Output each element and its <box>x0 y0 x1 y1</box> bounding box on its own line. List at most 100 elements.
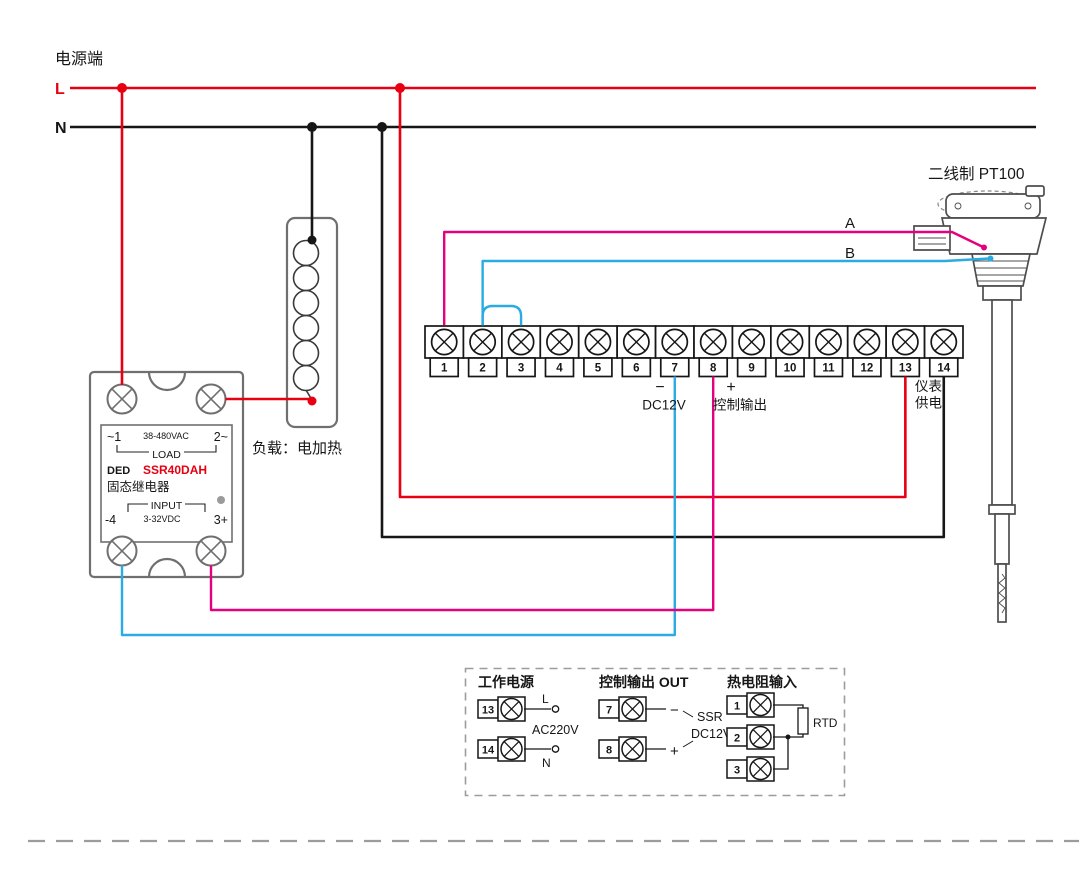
legend: 工作电源 13 L AC220V 14 N 控制输出 OUT 7 − 8 + S… <box>464 667 846 797</box>
ssr-led-indicator <box>217 496 225 504</box>
ssr-name: 固态继电器 <box>107 480 170 494</box>
ssr-terminal1-label: ~1 <box>107 430 121 444</box>
legend-minus-label: − <box>670 702 679 719</box>
dc12v-label: DC12V <box>642 398 686 413</box>
sensor-collar <box>982 285 1022 301</box>
sensor-element-zigzag <box>998 573 1006 614</box>
terminal-8: 8 <box>693 325 734 378</box>
terminal-12: 12 <box>846 325 887 378</box>
legend-rtd-wire-3 <box>773 737 789 770</box>
terminal-number: 13 <box>899 363 912 375</box>
ssr-terminal3-label: 3+ <box>214 513 228 527</box>
legend-output-title: 控制输出 OUT <box>599 674 689 690</box>
terminal-5: 5 <box>577 325 618 378</box>
terminal-3: 3 <box>501 325 542 378</box>
load-bracket-right <box>184 445 217 453</box>
legend-terminal-1: 1 <box>726 692 775 718</box>
legend-terminal-number: 14 <box>482 745 495 757</box>
terminal-10: 10 <box>770 325 811 378</box>
terminal-number: 9 <box>748 363 754 375</box>
terminal-number: 6 <box>633 363 639 375</box>
terminal-1: 1 <box>424 325 465 378</box>
sensor-cap <box>945 193 1041 219</box>
legend-terminal-number: 1 <box>734 701 740 713</box>
legend-terminal-14: 14 <box>477 736 526 762</box>
terminal-number: 10 <box>784 363 797 375</box>
terminal-number: 3 <box>518 363 524 375</box>
wire-b-label: B <box>845 245 855 262</box>
neutral-branch-meter <box>380 127 946 539</box>
ssr-model: SSR40DAH <box>143 463 207 477</box>
legend-terminal-number: 8 <box>606 745 612 757</box>
terminal-9: 9 <box>731 325 772 378</box>
junction-dot <box>307 122 317 132</box>
terminal-2: 2 <box>462 325 503 378</box>
ssr-screw-3 <box>195 535 227 567</box>
input-bracket-left <box>127 503 148 512</box>
ssr-minus-wire <box>120 376 676 637</box>
terminal-number: 1 <box>441 363 448 375</box>
legend-terminal-13: 13 <box>477 696 526 722</box>
ssr-notch-bottom <box>147 557 187 578</box>
legend-rtd-title: 热电阻输入 <box>727 674 797 690</box>
ssr-label-plate <box>100 424 233 543</box>
load-bottom-terminal <box>307 396 317 406</box>
terminal-7: 7 <box>654 325 695 378</box>
ssr-screw-4 <box>106 535 138 567</box>
ssr-ac-rating: 38-480VAC <box>143 431 189 441</box>
minus-label: − <box>655 379 664 396</box>
wiring <box>70 83 1036 637</box>
strip-annotations: − DC12V + 控制输出 仪表 供电 <box>642 379 942 413</box>
ssr-plus-wire <box>209 376 715 612</box>
terminal-4: 4 <box>539 325 580 378</box>
live-branch-meter <box>398 88 907 499</box>
legend-l-label: L <box>542 692 549 706</box>
line-l-label: L <box>55 81 65 98</box>
rtd-wire-a <box>443 230 984 326</box>
legend-rtd-junction <box>785 734 791 740</box>
legend-l-pin <box>551 705 560 713</box>
legend-rtd-wire-2 <box>773 734 804 738</box>
legend-terminal-3: 3 <box>726 756 775 782</box>
legend-terminal-7: 7 <box>598 696 647 722</box>
meter-supply-label-2: 供电 <box>915 396 942 411</box>
sensor-label: 二线制 PT100 <box>928 165 1025 183</box>
legend-ssr-tick-top <box>682 710 694 718</box>
terminal-number: 7 <box>672 363 678 375</box>
legend-terminal-8: 8 <box>598 736 647 762</box>
legend-terminal-number: 13 <box>482 705 494 717</box>
ssr-relay: ~1 38-480VAC 2~ LOAD DED SSR40DAH 固态继电器 … <box>88 370 245 579</box>
control-output-label: 控制输出 <box>713 398 767 413</box>
heater-load <box>285 216 339 429</box>
sensor-probe-tube <box>991 299 1013 506</box>
ssr-terminal4-label: -4 <box>105 513 116 527</box>
sensor-probe-joint <box>988 504 1016 515</box>
wire-a-label: A <box>845 215 855 232</box>
sensor-cap-bolt-right <box>1024 202 1032 210</box>
legend-rtd-label: RTD <box>813 716 838 730</box>
terminal-14: 14 <box>923 325 964 378</box>
terminal-6: 6 <box>616 325 657 378</box>
ssr-screw-2 <box>195 383 227 415</box>
ssr-dc-rating: 3-32VDC <box>143 514 181 524</box>
legend-voltage-label: AC220V <box>532 723 579 737</box>
legend-ssr-tick-bottom <box>682 740 694 748</box>
legend-terminal-number: 2 <box>734 733 740 745</box>
terminal-number: 2 <box>479 363 485 375</box>
terminal-strip: 1 2 3 4 5 6 7 8 9 10 11 12 13 14 <box>424 325 964 378</box>
ssr-terminal2-label: 2~ <box>214 430 228 444</box>
sensor-wire-a-end <box>981 244 987 251</box>
legend-terminal-number: 7 <box>606 705 612 717</box>
meter-supply-label-1: 仪表 <box>915 379 943 394</box>
ssr-brand: DED <box>107 465 130 477</box>
sensor-cap-bolt-left <box>954 202 962 210</box>
input-bracket-right <box>185 503 206 512</box>
legend-n-pin <box>551 745 560 753</box>
load-top-terminal <box>307 235 317 245</box>
load-label: 负载：电加热 <box>252 440 342 457</box>
sensor-probe-lower <box>994 513 1010 565</box>
legend-n-label: N <box>542 756 551 770</box>
plus-label: + <box>726 379 735 396</box>
rtd-wire-b <box>481 257 990 326</box>
